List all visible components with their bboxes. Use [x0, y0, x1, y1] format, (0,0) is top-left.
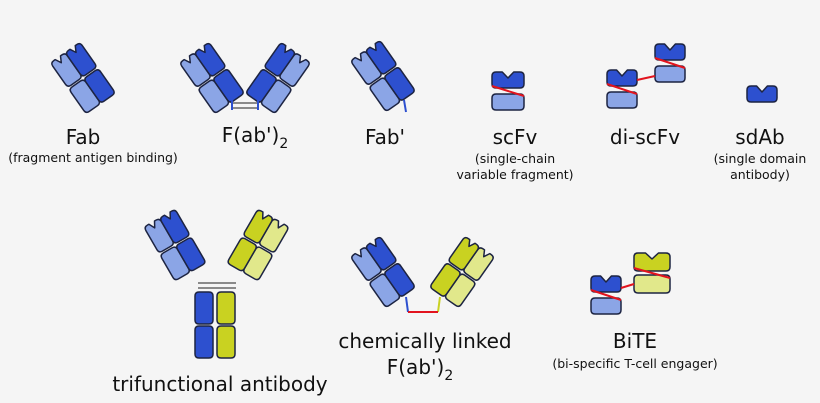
scfv-linker — [491, 85, 525, 97]
bite-a-linker — [590, 289, 622, 301]
label-scfv-title: scFv — [492, 125, 538, 149]
fab2-right-heavy-c — [246, 69, 277, 103]
bite-b-heavy — [633, 252, 671, 272]
tri-left-heavy-v — [160, 209, 190, 244]
bite-bridge — [620, 283, 635, 289]
bite-b-light — [633, 274, 671, 294]
label-sdab-desc1: (single domain — [713, 151, 807, 166]
label-scfv-desc2: variable fragment) — [456, 167, 574, 182]
fab-heavy-c — [84, 69, 115, 103]
fab-shape — [51, 42, 115, 114]
label-fab-prime: Fab' — [364, 125, 406, 149]
label-sdab-title: sdAb — [735, 125, 785, 149]
fab2-left-arm — [180, 42, 244, 114]
chem-right-heavy-v — [448, 236, 480, 271]
bite-a-light — [590, 297, 622, 315]
tri-left-arm — [144, 209, 206, 281]
label-chem-linked-sub: 2 — [444, 368, 454, 384]
chem-left-heavy-c — [384, 263, 415, 297]
fabp-heavy-v — [365, 40, 397, 75]
scfv-heavy — [491, 71, 525, 89]
fab2-right-heavy-v — [264, 42, 296, 77]
chem-right-heavy-c — [430, 263, 461, 297]
tri-fc-yellow-2 — [216, 325, 236, 359]
label-chem-linked-title2: F(ab') — [386, 355, 445, 379]
sdab-domain — [746, 85, 778, 103]
discfv-a-light — [606, 91, 638, 109]
discfv-b-linker — [654, 57, 686, 69]
scfv-light — [491, 93, 525, 111]
tri-fc-blue-2 — [194, 325, 214, 359]
chem-right-arm — [430, 236, 494, 308]
label-trifunctional: trifunctional antibody — [112, 372, 328, 396]
label-fab2: F(ab')2 — [200, 123, 310, 151]
discfv-bridge — [636, 75, 656, 81]
discfv-b-light — [654, 65, 686, 83]
chem-tail-r — [437, 296, 441, 313]
label-fab-title: Fab — [65, 125, 101, 149]
bite-b-linker — [633, 267, 671, 279]
fab-prime-shape — [351, 40, 415, 112]
discfv-b-heavy — [654, 43, 686, 61]
bite-a-heavy — [590, 275, 622, 293]
tri-fc-blue-1 — [194, 291, 214, 325]
label-bite-desc: (bi-specific T-cell engager) — [552, 356, 718, 371]
label-di-scfv: di-scFv — [609, 125, 681, 149]
discfv-a-linker — [606, 83, 638, 95]
discfv-a-heavy — [606, 69, 638, 87]
tri-left-heavy-c — [176, 237, 206, 272]
fabp-heavy-c — [384, 67, 415, 101]
chem-tail-l — [405, 296, 409, 313]
tri-right-heavy-c — [227, 237, 257, 272]
chem-left-heavy-v — [365, 236, 397, 271]
fab-heavy-v — [65, 42, 97, 77]
fab2-left-heavy-c — [213, 69, 244, 103]
label-fab-desc: (fragment antigen binding) — [8, 150, 178, 165]
fab2-right-arm — [246, 42, 310, 114]
tri-fc-yellow-1 — [216, 291, 236, 325]
tri-right-arm — [227, 209, 289, 281]
tri-right-heavy-v — [243, 209, 273, 244]
label-fab2-title: F(ab') — [221, 123, 280, 147]
label-bite-title: BiTE — [612, 329, 658, 353]
label-chem-linked-2: F(ab')2 — [360, 355, 480, 383]
fab2-left-heavy-v — [194, 42, 226, 77]
chem-left-arm — [351, 236, 415, 308]
label-fab2-sub: 2 — [279, 136, 289, 152]
label-sdab-desc2: antibody) — [730, 167, 790, 182]
fabp-tail — [403, 99, 407, 113]
label-scfv-desc1: (single-chain — [474, 151, 556, 166]
label-chem-linked-1: chemically linked — [338, 329, 512, 353]
